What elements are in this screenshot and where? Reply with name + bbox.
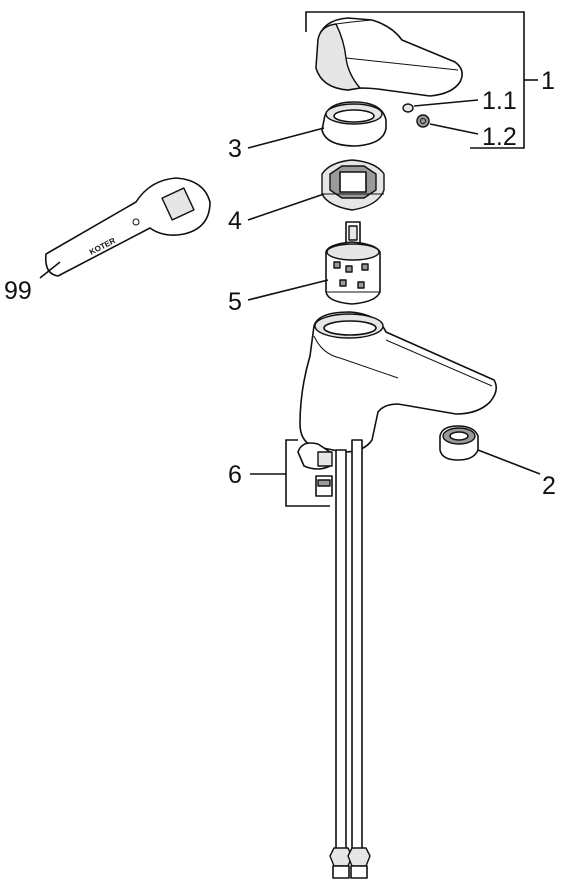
part-5-cartridge [325, 221, 381, 305]
callout-2: 2 [542, 472, 556, 500]
callout-5: 5 [228, 288, 242, 316]
callout-1: 1 [541, 67, 555, 95]
part-3-cover-cap [321, 101, 387, 147]
part-2-aerator [439, 425, 479, 461]
callout-3: 3 [228, 135, 242, 163]
part-6-fixing-set [297, 442, 333, 497]
part-1-lever-handle [315, 17, 463, 97]
part-1-1-pin [402, 103, 414, 113]
part-1-2-set-screw [416, 114, 430, 128]
part-4-retaining-nut [321, 159, 385, 211]
supply-hoses [329, 439, 371, 879]
callout-4: 4 [228, 207, 242, 235]
callout-labels: 1 1.1 1.2 3 4 5 6 2 99 [4, 67, 556, 500]
callout-99: 99 [4, 277, 32, 305]
part-99-spanner-tool: KOTER [44, 177, 211, 277]
faucet-body [299, 311, 498, 453]
leader-lines [39, 11, 541, 507]
callout-1-2: 1.2 [482, 123, 517, 151]
callout-6: 6 [228, 461, 242, 489]
callout-1-1: 1.1 [482, 87, 517, 115]
